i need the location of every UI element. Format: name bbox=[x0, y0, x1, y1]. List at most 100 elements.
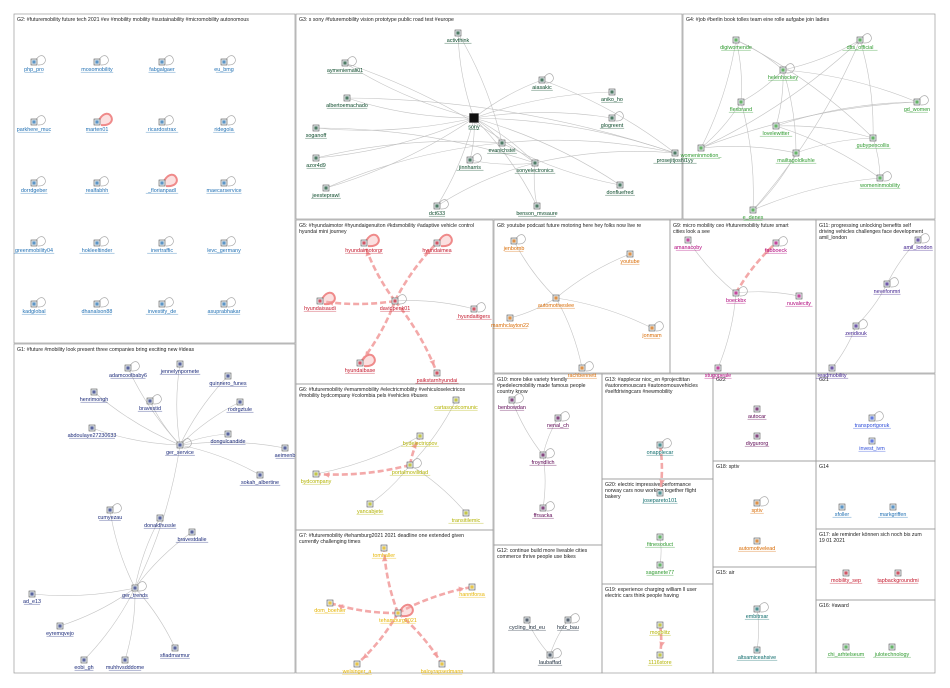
node-mamhclayton22[interactable]: mamhclayton22 bbox=[491, 315, 529, 329]
node-dfts_official[interactable]: dfts_official bbox=[842, 37, 877, 51]
node-eobi_gh[interactable]: eobi_gh bbox=[74, 657, 93, 671]
node-realfabhh[interactable]: realfabhh bbox=[85, 180, 109, 194]
node-transportgoruk[interactable]: transportgoruk bbox=[853, 415, 891, 429]
node-jennelynpornete[interactable]: jennelynpornete bbox=[160, 361, 201, 375]
node-julotechnology[interactable]: julotechnology bbox=[873, 644, 911, 658]
node-eyremqvejo[interactable]: eyremqvejo bbox=[46, 623, 74, 637]
node-bravestid[interactable]: bravestid bbox=[138, 398, 162, 412]
node-aymeniemali01[interactable]: aymeniemali01 bbox=[327, 60, 363, 74]
node-amanacoby[interactable]: amanacoby bbox=[674, 237, 702, 251]
node-inertraffic[interactable]: inertraffic bbox=[147, 240, 177, 254]
node-soganoff[interactable]: soganoff bbox=[305, 125, 327, 139]
node-nevefonmri[interactable]: nevefonmri bbox=[874, 281, 901, 295]
node-sptiv[interactable]: sptiv bbox=[750, 500, 764, 514]
node-quinnero_funes[interactable]: quinnero_funes bbox=[209, 373, 247, 387]
node-hanntforsa[interactable]: hanntforsa bbox=[459, 584, 486, 598]
node-amil_london[interactable]: amil_london bbox=[903, 237, 933, 251]
node-gubypencollis[interactable]: gubypencollis bbox=[855, 135, 890, 149]
node-bravestdalie[interactable]: bravestdalie bbox=[176, 529, 208, 543]
node-invest_ivm[interactable]: invest_ivm bbox=[859, 438, 886, 452]
node-holz_bau[interactable]: holz_bau bbox=[557, 617, 579, 631]
node-sfoller[interactable]: sfoller bbox=[833, 504, 852, 518]
node-jenbomb[interactable]: jenbomb bbox=[503, 238, 525, 252]
node-youtube[interactable]: youtube bbox=[620, 251, 639, 265]
node-hokleeltinder[interactable]: hokleeltinder bbox=[79, 240, 114, 254]
node-diygurorg[interactable]: diygurorg bbox=[745, 433, 769, 447]
node-hyundaitigers[interactable]: hyundaitigers bbox=[456, 306, 491, 320]
node-asuprabhakar[interactable]: asuprabhakar bbox=[208, 301, 241, 315]
node-adamcoolbaby6[interactable]: adamcoolbaby6 bbox=[109, 365, 147, 379]
node-dhanalson88[interactable]: dhanalson88 bbox=[82, 301, 113, 315]
node-digiwomende[interactable]: digiwomende bbox=[720, 37, 752, 51]
node-abdoulaye27230633[interactable]: abdoulaye27230633 bbox=[68, 425, 117, 439]
node-readmobility[interactable]: readmobility bbox=[816, 365, 848, 379]
node-dorrdgeber[interactable]: dorrdgeber bbox=[21, 180, 48, 194]
node-mobility_sep[interactable]: mobility_sep bbox=[830, 570, 862, 584]
node-tapbackgroundmi[interactable]: tapbackgroundmi bbox=[877, 570, 918, 584]
node-benbowdan[interactable]: benbowdan bbox=[498, 397, 526, 411]
node-saganete77[interactable]: saganete77 bbox=[646, 562, 674, 576]
node-bydcompany[interactable]: bydcompany bbox=[301, 471, 332, 485]
node-albertoemachado[interactable]: albertoemachado bbox=[326, 95, 368, 109]
node-parkhere_muc[interactable]: parkhere_muc bbox=[17, 119, 52, 133]
node-sony[interactable]: sony bbox=[468, 114, 480, 131]
node-donfluefred[interactable]: donfluefred bbox=[605, 182, 635, 196]
node-kadglobal[interactable]: kadglobal bbox=[22, 301, 46, 315]
node-aniko_ho[interactable]: aniko_ho bbox=[601, 89, 623, 103]
node-fabboeck[interactable]: fabboeck bbox=[765, 240, 787, 254]
node-froyndlich[interactable]: froyndlich bbox=[530, 452, 557, 466]
node-dct633[interactable]: dct633 bbox=[429, 203, 445, 217]
node-donaldhussle[interactable]: donaldhussle bbox=[144, 515, 176, 529]
node-transitilemic[interactable]: transitilemic bbox=[448, 510, 483, 524]
node-cartasocdcomunic[interactable]: cartasocdcomunic bbox=[434, 397, 478, 411]
node-automotivelead[interactable]: automotivelead bbox=[738, 538, 776, 552]
node-muhhvsdddome[interactable]: muhhvsdddome bbox=[106, 657, 144, 671]
node-cumyezau[interactable]: cumyezau bbox=[98, 507, 123, 521]
node-ridegola[interactable]: ridegola bbox=[213, 119, 235, 133]
node-automotiveslee[interactable]: automotiveslee bbox=[537, 295, 575, 309]
node-henrimongh[interactable]: henrimongh bbox=[80, 389, 108, 403]
node-glogreent[interactable]: glogreent bbox=[600, 115, 624, 129]
node-stugopeale[interactable]: stugopeale bbox=[705, 365, 732, 379]
node-rodrgztule[interactable]: rodrgztule bbox=[227, 399, 254, 413]
node-sokah_albertine[interactable]: sokah_albertine bbox=[240, 472, 281, 486]
node-aeimenb[interactable]: aeimenb bbox=[275, 445, 296, 459]
node-maecarservice[interactable]: maecarservice bbox=[206, 180, 241, 194]
node-gd_women[interactable]: gd_women bbox=[904, 99, 930, 113]
node-fitnesoduct[interactable]: fitnesoduct bbox=[645, 534, 675, 548]
node-mailtagoldkuhle[interactable]: mailtagoldkuhle bbox=[776, 150, 817, 164]
node-greenmobility04[interactable]: greenmobility04 bbox=[14, 240, 55, 254]
node-e_denes[interactable]: e_denes bbox=[743, 207, 764, 221]
node-yancabjete[interactable]: yancabjete bbox=[357, 501, 384, 515]
node-welsinger_a[interactable]: welsinger_a bbox=[342, 661, 372, 675]
node-rachbennett[interactable]: rachbennett bbox=[567, 365, 597, 379]
node-fabgalgaer[interactable]: fabgalgaer bbox=[149, 59, 176, 73]
node-laubaffad[interactable]: laubaffad bbox=[538, 652, 562, 666]
node-eu_bmg[interactable]: eu_bmg bbox=[214, 59, 233, 73]
node-levc_germany[interactable]: levc_germany bbox=[207, 240, 241, 254]
node-baloyrapsedmann[interactable]: baloyrapsedmann bbox=[421, 661, 464, 675]
node-chi_arhtelseum[interactable]: chi_arhtelseum bbox=[827, 644, 865, 658]
node-cycling_ind_eu[interactable]: cycling_ind_eu bbox=[508, 617, 546, 631]
node-paikstarnhyundai[interactable]: paikstarnhyundai bbox=[415, 370, 458, 384]
node-davidpenk01[interactable]: davidpenk01 bbox=[380, 298, 411, 312]
node-zendiouk[interactable]: zendiouk bbox=[845, 323, 867, 337]
node-womeninmotion_[interactable]: womeninmotion_ bbox=[680, 145, 723, 159]
node-ad_e13[interactable]: ad_e13 bbox=[23, 591, 41, 605]
node-tomhaller[interactable]: tomhaller bbox=[372, 545, 396, 559]
node-flexbrand[interactable]: flexbrand bbox=[729, 99, 753, 113]
node-dongulcandide[interactable]: dongulcandide bbox=[210, 431, 245, 445]
node-womeninmobility[interactable]: womeninmobility bbox=[859, 175, 900, 189]
node-nenal_ch[interactable]: nenal_ch bbox=[547, 415, 569, 429]
node-php_pro[interactable]: php_pro bbox=[24, 59, 44, 73]
node-autocar[interactable]: autocar bbox=[748, 406, 767, 420]
node-jonmam[interactable]: jonmam bbox=[641, 325, 662, 339]
node-1116store[interactable]: 1116store bbox=[648, 652, 672, 666]
node-altsamiceahsive[interactable]: altsamiceahsive bbox=[737, 647, 778, 661]
node-ffrsacka[interactable]: ffrsacka bbox=[532, 505, 554, 519]
node-nuvalecity[interactable]: nuvalecity bbox=[786, 293, 813, 307]
node-markgriffen[interactable]: markgriffen bbox=[878, 504, 908, 518]
node-aiasakic[interactable]: aiasakic bbox=[531, 77, 553, 91]
node-bydelectricpov[interactable]: bydelectricpov bbox=[401, 433, 439, 447]
node-sfiadmarmur[interactable]: sfiadmarmur bbox=[160, 645, 190, 659]
